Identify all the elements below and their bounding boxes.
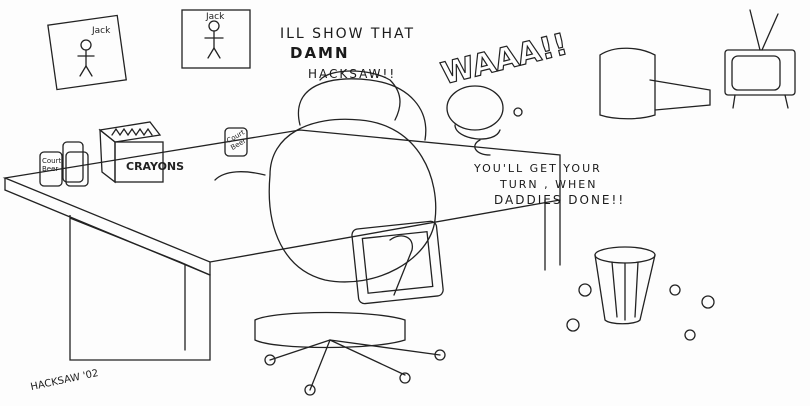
television <box>724 9 796 109</box>
poster-right <box>181 9 251 69</box>
recliner <box>599 47 711 120</box>
desk <box>2 129 561 361</box>
poster-label-right: Jack <box>206 12 225 22</box>
reply-line-1: YOU'LL GET YOUR <box>474 162 602 175</box>
speech-line-1: ILL SHOW THAT <box>280 26 416 42</box>
reply-line-3: DADDIES DONE!! <box>494 193 626 207</box>
trash-can <box>566 246 715 341</box>
speech-line-3: HACKSAW!! <box>308 67 397 81</box>
poster-label-left: Jack <box>92 26 111 36</box>
can-label-left: Court Beer <box>42 157 62 173</box>
cans <box>39 127 248 187</box>
man-at-desk <box>214 70 446 396</box>
poster-left <box>47 14 127 91</box>
crayon-box <box>98 121 164 184</box>
crayon-box-label: CRAYONS <box>126 160 185 173</box>
speech-line-2: DAMN <box>290 44 350 62</box>
reply-line-2: TURN , WHEN <box>500 178 598 191</box>
baby <box>446 85 523 156</box>
